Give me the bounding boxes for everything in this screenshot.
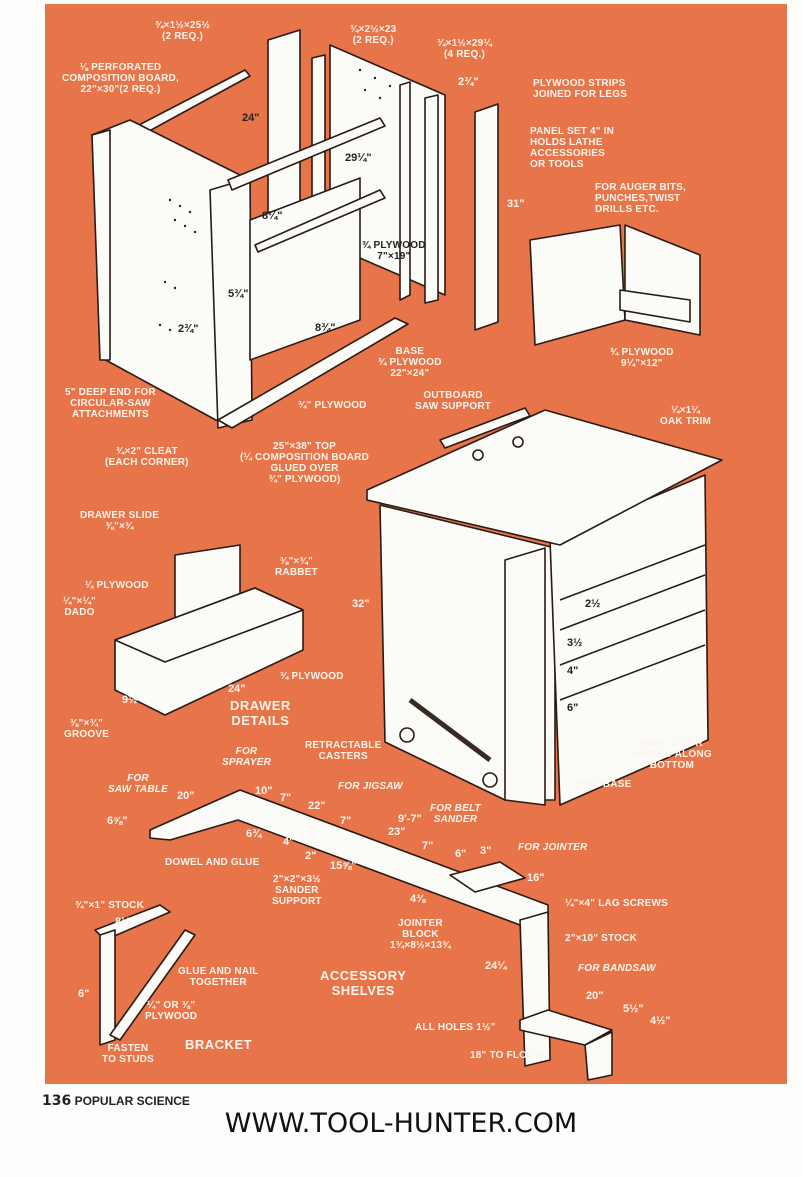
dado-label: ¼"×¼" DADO bbox=[63, 596, 97, 618]
shelf-dim: 15⅝" bbox=[330, 860, 357, 872]
door-plywood-label: ¾ PLYWOOD 9¼"×12" bbox=[610, 347, 674, 369]
oak-trim-label: ¼×1¼ OAK TRIM bbox=[660, 405, 712, 427]
top-label: 25"×38" TOP (¼ COMPOSITION BOARD GLUED O… bbox=[240, 441, 370, 485]
cabinet-drawing bbox=[366, 407, 723, 806]
top-rail-label: ¾×1½×25½ (2 REQ.) bbox=[155, 20, 210, 42]
bracket-width-dim: 8½" bbox=[115, 916, 136, 928]
bracket-stock-label: ¾"×1" STOCK bbox=[75, 900, 145, 911]
shelf-dim: 6" bbox=[455, 848, 467, 860]
shelf-dim: 20" bbox=[586, 990, 604, 1002]
drawer-drawing bbox=[114, 544, 304, 716]
outboard-support-label: OUTBOARD SAW SUPPORT bbox=[415, 390, 492, 412]
drawer-plywood-label: ¾ PLYWOOD bbox=[280, 671, 344, 682]
magazine-name: POPULAR SCIENCE bbox=[74, 1094, 190, 1108]
shelf-dim: 5½" bbox=[623, 1003, 644, 1015]
shelf-dim: 7" bbox=[422, 840, 434, 852]
shelf-dim: 7" bbox=[340, 815, 352, 827]
drawer-length-dim: 24" bbox=[228, 683, 246, 695]
shelf-dim: 2" bbox=[305, 850, 317, 862]
belt-sander-label: FOR BELT SANDER bbox=[430, 803, 481, 825]
saw-table-label: FOR SAW TABLE bbox=[108, 773, 168, 795]
shelf-dim: 4" bbox=[283, 836, 295, 848]
shelf-dim: 16" bbox=[527, 872, 545, 884]
back-rail-label: ¾×2½×23 (2 REQ.) bbox=[350, 24, 397, 46]
to-floor-label: 18" TO FLOOR bbox=[470, 1050, 543, 1061]
drawer-2-1-2-dim: 2½ bbox=[585, 598, 601, 610]
drawer-details-title: DRAWER DETAILS bbox=[230, 698, 291, 728]
dowel-label: DOWEL AND GLUE bbox=[165, 857, 260, 868]
perforated-board-label: ⅛ PERFORATED COMPOSITION BOARD, 22"×30"(… bbox=[62, 62, 179, 95]
website-watermark: WWW.TOOL-HUNTER.COM bbox=[224, 1108, 578, 1139]
accessory-shelves-title: ACCESSORY SHELVES bbox=[320, 968, 407, 998]
page-footer: 136 POPULAR SCIENCE bbox=[42, 1093, 190, 1109]
sander-support-label: 2"×2"×3½ SANDER SUPPORT bbox=[272, 874, 322, 907]
shelf-dim: 20" bbox=[177, 790, 195, 802]
height-29-dim: 29¼" bbox=[345, 152, 372, 164]
base-label: BASE ¾ PLYWOOD 22"×24" bbox=[378, 346, 442, 379]
shelf-dim: 4⅜ bbox=[410, 893, 426, 905]
shelf-dim: 22" bbox=[308, 800, 326, 812]
bandsaw-label: FOR BANDSAW bbox=[578, 963, 656, 974]
shelf-dim: 23" bbox=[388, 826, 406, 838]
casters-label: RETRACTABLE CASTERS bbox=[305, 740, 382, 762]
panel-set-label: PANEL SET 4" IN HOLDS LATHE ACCESSORIES … bbox=[530, 126, 615, 170]
shelf-dim: 6¾ bbox=[246, 828, 262, 840]
all-holes-label: ALL HOLES 1½" bbox=[415, 1022, 496, 1033]
shelf-dim: 6⅝" bbox=[107, 815, 128, 827]
dim-2-3-4: 2¾" bbox=[178, 323, 199, 335]
bracket-title: BRACKET bbox=[185, 1037, 253, 1052]
jointer-block-label: JOINTER BLOCK 1¾×8½×13¾ bbox=[390, 918, 451, 951]
page-number: 136 bbox=[42, 1093, 72, 1109]
drawer-6-dim: 6" bbox=[567, 702, 579, 714]
sprayer-label: FOR SPRAYER bbox=[222, 746, 272, 768]
cabinet-frame-drawing bbox=[91, 29, 499, 429]
bracket-plywood-label: ¼" OR ⅜" PLYWOOD bbox=[145, 1000, 198, 1022]
jigsaw-label: FOR JIGSAW bbox=[338, 781, 403, 792]
drawer-4-dim: 4" bbox=[567, 665, 579, 677]
auger-bits-label: FOR AUGER BITS, PUNCHES,TWIST DRILLS ETC… bbox=[595, 182, 686, 215]
plywood-strips-label: PLYWOOD STRIPS JOINED FOR LEGS bbox=[533, 78, 628, 100]
dim-5-3-4: 5¾" bbox=[228, 288, 249, 300]
groove-label: ⅜"×¾" GROOVE bbox=[64, 718, 110, 740]
shelf-dim: 24¼ bbox=[485, 960, 507, 972]
shelf-dim: 10" bbox=[255, 785, 273, 797]
drawer-slide-label: DRAWER SLIDE ⅜"×¾ bbox=[80, 510, 160, 532]
jointer-label: FOR JOINTER bbox=[518, 842, 588, 853]
plywood-1-4-label: ¼ PLYWOOD bbox=[85, 580, 149, 591]
shelf-dim: 9'-7" bbox=[398, 813, 422, 825]
door-label: 4×24" DOOR HINGED ALONG BOTTOM bbox=[632, 738, 712, 771]
dim-8-3-4: 8¾" bbox=[315, 322, 336, 334]
tool-door-drawing bbox=[529, 224, 701, 346]
drawer-width-dim: 9½ bbox=[122, 694, 138, 706]
rabbet-label: ⅜"×¾" RABBET bbox=[275, 556, 318, 578]
shelf-dim: 7" bbox=[280, 792, 292, 804]
glue-nail-label: GLUE AND NAIL TOGETHER bbox=[178, 966, 259, 988]
height-31-dim: 31" bbox=[507, 198, 525, 210]
height-32-dim: 32" bbox=[352, 598, 370, 610]
lag-screws-label: ¼"×4" LAG SCREWS bbox=[565, 898, 668, 909]
leg-width-dim: 2¾" bbox=[458, 76, 479, 88]
plywood-label: ¾" PLYWOOD bbox=[298, 400, 367, 411]
shelf-8-dim: 8¼" bbox=[262, 210, 283, 222]
accessory-shelf-drawing bbox=[149, 789, 613, 1081]
fasten-label: FASTEN TO STUDS bbox=[102, 1043, 154, 1065]
drawer-3-1-2-dim: 3½ bbox=[567, 637, 583, 649]
cleat-label: ¾×2" CLEAT (EACH CORNER) bbox=[105, 446, 189, 468]
shelf-plywood-label: ¾ PLYWOOD 7"×19" bbox=[362, 240, 426, 262]
bracket-height-dim: 6" bbox=[78, 988, 90, 1000]
bracket-drawing bbox=[94, 904, 196, 1046]
chest-base-label: CHEST BASE bbox=[565, 779, 632, 790]
width-24-dim: 24" bbox=[242, 112, 260, 124]
shelf-dim: 3" bbox=[480, 845, 492, 857]
leg-strip-label: ¾×1½×29¼ (4 REQ.) bbox=[437, 38, 492, 60]
deep-end-label: 5" DEEP END FOR CIRCULAR-SAW ATTACHMENTS bbox=[65, 387, 156, 420]
stock-2x10-label: 2"×10" STOCK bbox=[565, 933, 638, 944]
shelf-dim: 4½" bbox=[650, 1015, 671, 1027]
